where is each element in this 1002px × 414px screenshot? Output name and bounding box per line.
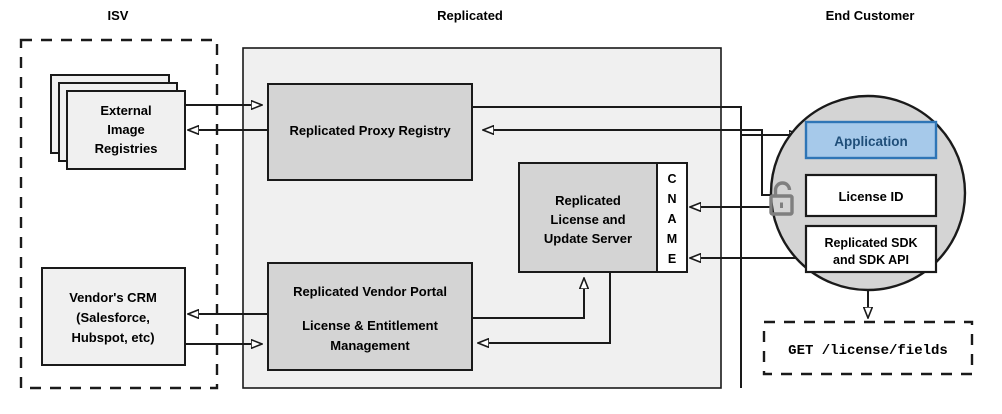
zone-title-replicated: Replicated (437, 8, 503, 23)
zone-title-end-customer: End Customer (826, 8, 915, 23)
proxy-registry-box (267, 83, 473, 181)
cname-letter-e: E (668, 252, 676, 266)
node-cname-strip[interactable]: C N A M E (656, 162, 688, 273)
vendor-portal-label-line1: Replicated Vendor Portal (293, 284, 447, 299)
license-id-box (804, 173, 938, 218)
node-license-id[interactable]: License ID (804, 173, 938, 218)
crm-box (41, 267, 186, 366)
node-application[interactable]: Application (804, 120, 938, 160)
license-update-server-box (518, 162, 658, 273)
api-request-box (762, 320, 974, 376)
application-box (804, 120, 938, 160)
application-label: Application (834, 134, 908, 149)
node-api-request[interactable]: GET /license/fields (762, 320, 974, 376)
node-replicated-proxy-registry[interactable]: Replicated Proxy Registry (267, 83, 473, 181)
cname-box (656, 162, 688, 273)
zone-title-isv: ISV (108, 8, 129, 23)
license-server-label-line3: Update Server (544, 231, 632, 246)
registries-label-line1: External (100, 103, 151, 118)
sdk-label-line2: and SDK API (833, 253, 909, 267)
stack-front (66, 90, 186, 170)
edge-license-server-to-portal (478, 272, 611, 343)
zone-boundary-isv (19, 38, 219, 390)
edge-portal-to-license-server (472, 278, 584, 319)
crm-label-line1: Vendor's CRM (69, 290, 157, 305)
cname-letter-a: A (667, 212, 676, 226)
crm-label-line3: Hubspot, etc) (71, 330, 154, 345)
vendor-portal-box (267, 262, 473, 371)
node-license-and-update-server[interactable]: Replicated License and Update Server (518, 162, 658, 273)
proxy-registry-label: Replicated Proxy Registry (289, 123, 451, 138)
replicated-sdk-box (804, 224, 938, 274)
unlocked-padlock-icon (769, 181, 794, 216)
cname-letter-m: M (667, 232, 677, 246)
vendor-portal-label-line2: License & Entitlement (302, 318, 438, 333)
vendor-portal-label-line3: Management (330, 338, 410, 353)
node-external-image-registries[interactable]: External Image Registries (50, 74, 186, 170)
cname-letter-n: N (667, 192, 676, 206)
registries-label-line2: Image (107, 122, 145, 137)
node-replicated-vendor-portal[interactable]: Replicated Vendor Portal License & Entit… (267, 262, 473, 371)
crm-label-line2: (Salesforce, (76, 310, 150, 325)
license-id-label: License ID (838, 189, 903, 204)
license-server-label-line1: Replicated (555, 193, 621, 208)
node-vendors-crm[interactable]: Vendor's CRM (Salesforce, Hubspot, etc) (41, 267, 186, 366)
sdk-label-line1: Replicated SDK (824, 236, 917, 250)
license-server-label-line2: License and (550, 212, 625, 227)
node-replicated-sdk[interactable]: Replicated SDK and SDK API (804, 224, 938, 274)
api-request-label: GET /license/fields (788, 343, 948, 359)
cname-letter-c: C (667, 172, 676, 186)
registries-label-line3: Registries (95, 141, 158, 156)
